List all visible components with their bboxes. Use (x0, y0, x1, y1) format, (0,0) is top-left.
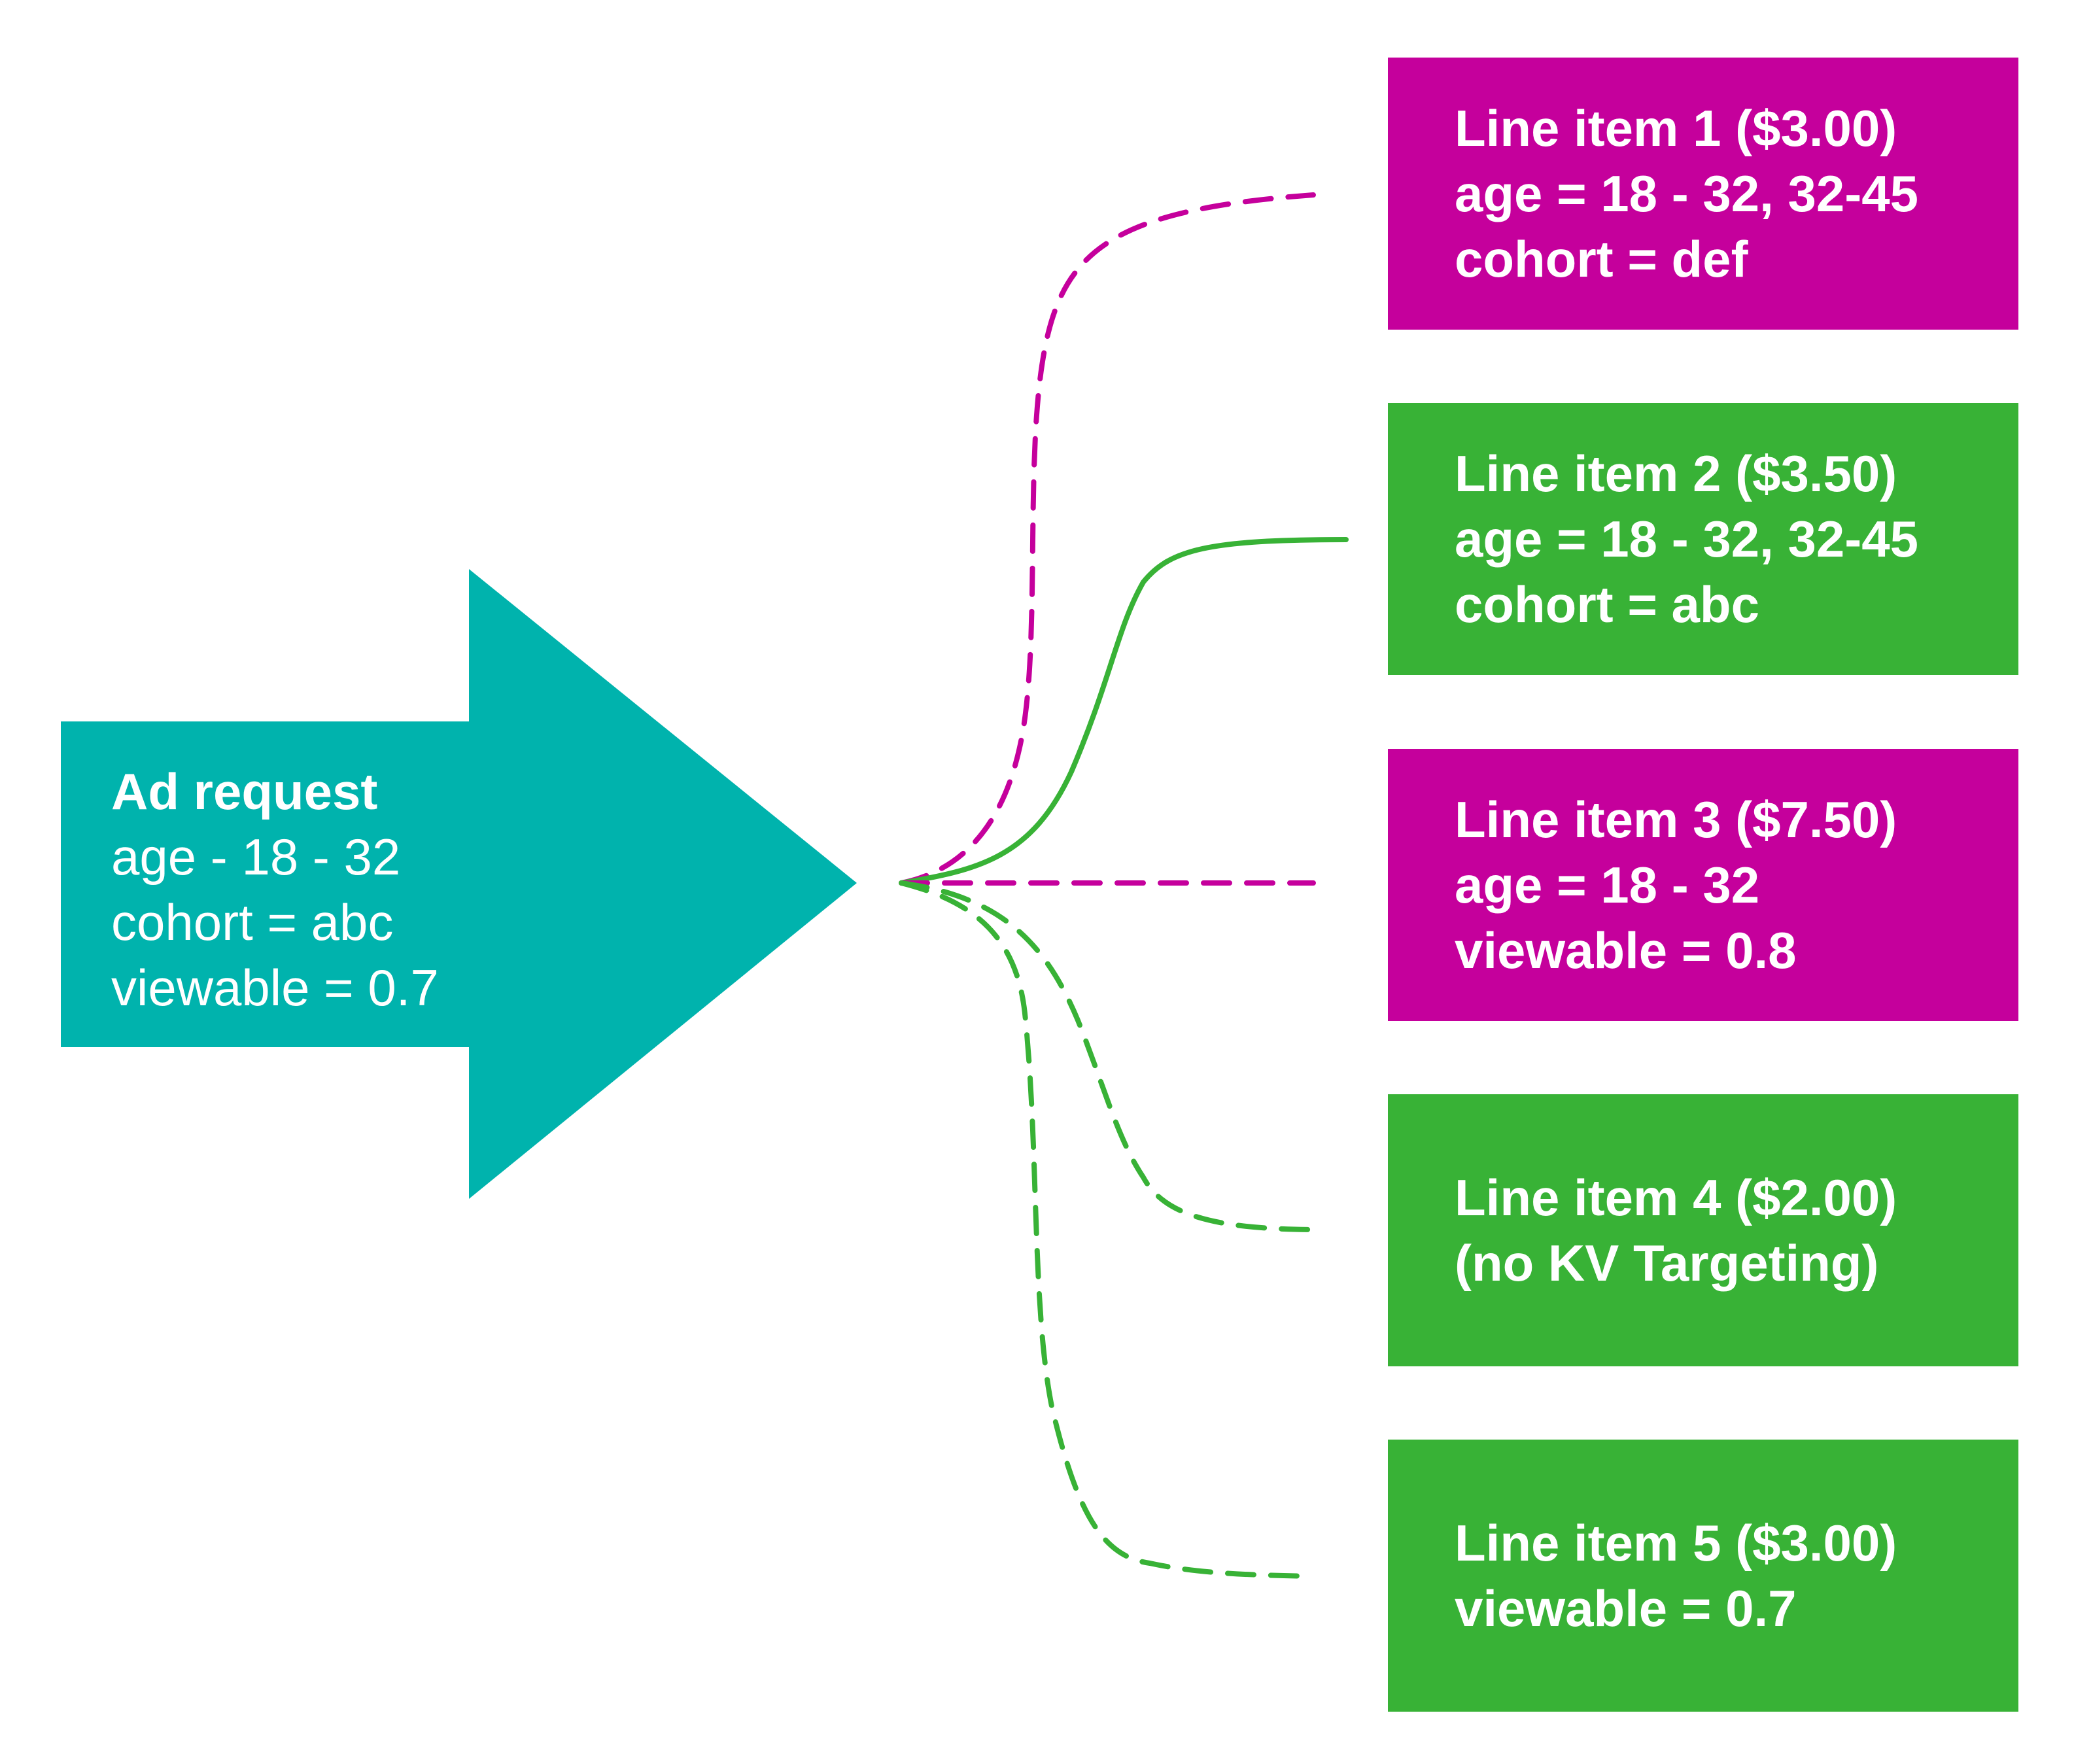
line-item-2-cohort: cohort = abc (1455, 576, 1759, 633)
line-item-3-title: Line item 3 ($7.50) (1455, 791, 1897, 848)
line-item-1-title: Line item 1 ($3.00) (1455, 99, 1897, 157)
line-item-5-box: Line item 5 ($3.00) viewable = 0.7 (1388, 1440, 2018, 1712)
line-item-4-title: Line item 4 ($2.00) (1455, 1169, 1897, 1226)
line-item-4-box: Line item 4 ($2.00) (no KV Targeting) (1388, 1094, 2018, 1366)
line-item-1-age: age = 18 - 32, 32-45 (1455, 165, 1918, 222)
line-item-3-age: age = 18 - 32 (1455, 856, 1760, 914)
line-item-1-box: Line item 1 ($3.00) age = 18 - 32, 32-45… (1388, 58, 2018, 330)
connector-line-item-2 (899, 537, 1349, 886)
line-item-3-viewable: viewable = 0.8 (1455, 922, 1797, 979)
ad-request-title: Ad request (111, 763, 378, 820)
ad-request-arrow (61, 569, 857, 1199)
connector-line-item-4 (899, 880, 1322, 1232)
line-item-2-age: age = 18 - 32, 32-45 (1455, 510, 1918, 568)
line-item-1-cohort: cohort = def (1455, 230, 1748, 288)
line-item-2-box: Line item 2 ($3.50) age = 18 - 32, 32-45… (1388, 403, 2018, 675)
line-item-5-title: Line item 5 ($3.00) (1455, 1514, 1897, 1572)
ad-request-age: age - 18 - 32 (111, 828, 401, 886)
ad-request-cohort: cohort = abc (111, 893, 394, 951)
line-item-5-viewable: viewable = 0.7 (1455, 1580, 1797, 1637)
ad-request-viewable: viewable = 0.7 (111, 959, 439, 1016)
connector-line-item-1 (899, 192, 1316, 886)
connector-line-item-5 (899, 880, 1316, 1579)
line-item-2-title: Line item 2 ($3.50) (1455, 445, 1897, 502)
line-item-4-note: (no KV Targeting) (1455, 1234, 1879, 1292)
line-item-3-box: Line item 3 ($7.50) age = 18 - 32 viewab… (1388, 749, 2018, 1021)
ad-request-label: Ad request age - 18 - 32 cohort = abc vi… (111, 759, 477, 1020)
